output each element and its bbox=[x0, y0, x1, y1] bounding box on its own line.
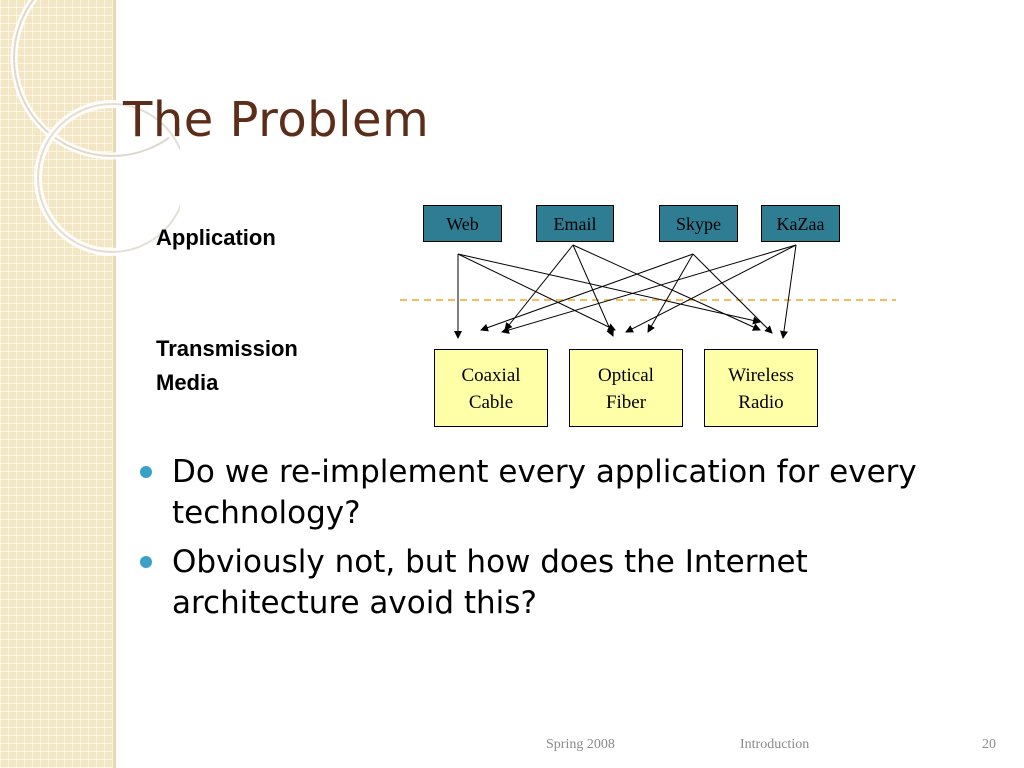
arrow-skype-wireless bbox=[692, 253, 773, 334]
app-box-email: Email bbox=[536, 205, 614, 242]
bullet-item: Obviously not, but how does the Internet… bbox=[138, 542, 918, 624]
side-band-edge bbox=[113, 0, 116, 768]
arrow-kazaa-coaxial bbox=[501, 244, 797, 334]
media-coaxial-line1: Coaxial bbox=[461, 365, 521, 386]
footer-page-number: 20 bbox=[982, 737, 996, 752]
arrow-skype-coaxial bbox=[480, 253, 694, 332]
arrow-email-optical bbox=[572, 244, 614, 337]
deco-circle-small-outline bbox=[37, 103, 180, 253]
bullet-text: Do we re-implement every application for… bbox=[172, 454, 917, 531]
bullet-list: Do we re-implement every application for… bbox=[138, 452, 918, 632]
arrow-web-wireless bbox=[457, 253, 761, 325]
arrow-kazaa-optical bbox=[625, 244, 797, 333]
media-box-optical: Optical Fiber bbox=[569, 349, 683, 427]
bullet-dot-icon bbox=[140, 466, 152, 478]
transmission-label-line2: Media bbox=[156, 370, 219, 395]
decorative-circles bbox=[10, 0, 180, 256]
arrow-skype-optical bbox=[647, 253, 694, 333]
bullet-dot-icon bbox=[140, 556, 152, 568]
media-optical-line2: Fiber bbox=[605, 392, 647, 413]
arrow-web-optical bbox=[457, 253, 616, 331]
media-wireless-line1: Wireless bbox=[728, 365, 794, 386]
footer-date: Spring 2008 bbox=[546, 737, 615, 752]
app-box-web: Web bbox=[423, 205, 502, 242]
arrow-email-wireless bbox=[572, 244, 761, 331]
deco-circle-large-outline bbox=[13, 0, 180, 157]
app-box-kazaa: KaZaa bbox=[761, 205, 840, 242]
media-box-wireless: Wireless Radio bbox=[704, 349, 818, 427]
media-coaxial-line2: Cable bbox=[468, 392, 514, 413]
slide-title: The Problem bbox=[123, 92, 430, 148]
transmission-label-line1: Transmission bbox=[156, 336, 298, 361]
connection-arrows bbox=[454, 244, 797, 339]
media-optical-line1: Optical bbox=[598, 365, 654, 386]
bullet-text: Obviously not, but how does the Internet… bbox=[172, 544, 808, 621]
app-box-skype: Skype bbox=[659, 205, 738, 242]
application-layer-label: Application bbox=[156, 225, 276, 250]
footer-section: Introduction bbox=[740, 737, 810, 752]
media-wireless-line2: Radio bbox=[738, 392, 784, 413]
media-box-coaxial: Coaxial Cable bbox=[434, 349, 548, 427]
arrow-kazaa-wireless bbox=[780, 244, 797, 339]
transmission-layer-label: Transmission Media bbox=[156, 332, 356, 400]
arrow-email-coaxial bbox=[504, 244, 574, 331]
bullet-item: Do we re-implement every application for… bbox=[138, 452, 918, 534]
